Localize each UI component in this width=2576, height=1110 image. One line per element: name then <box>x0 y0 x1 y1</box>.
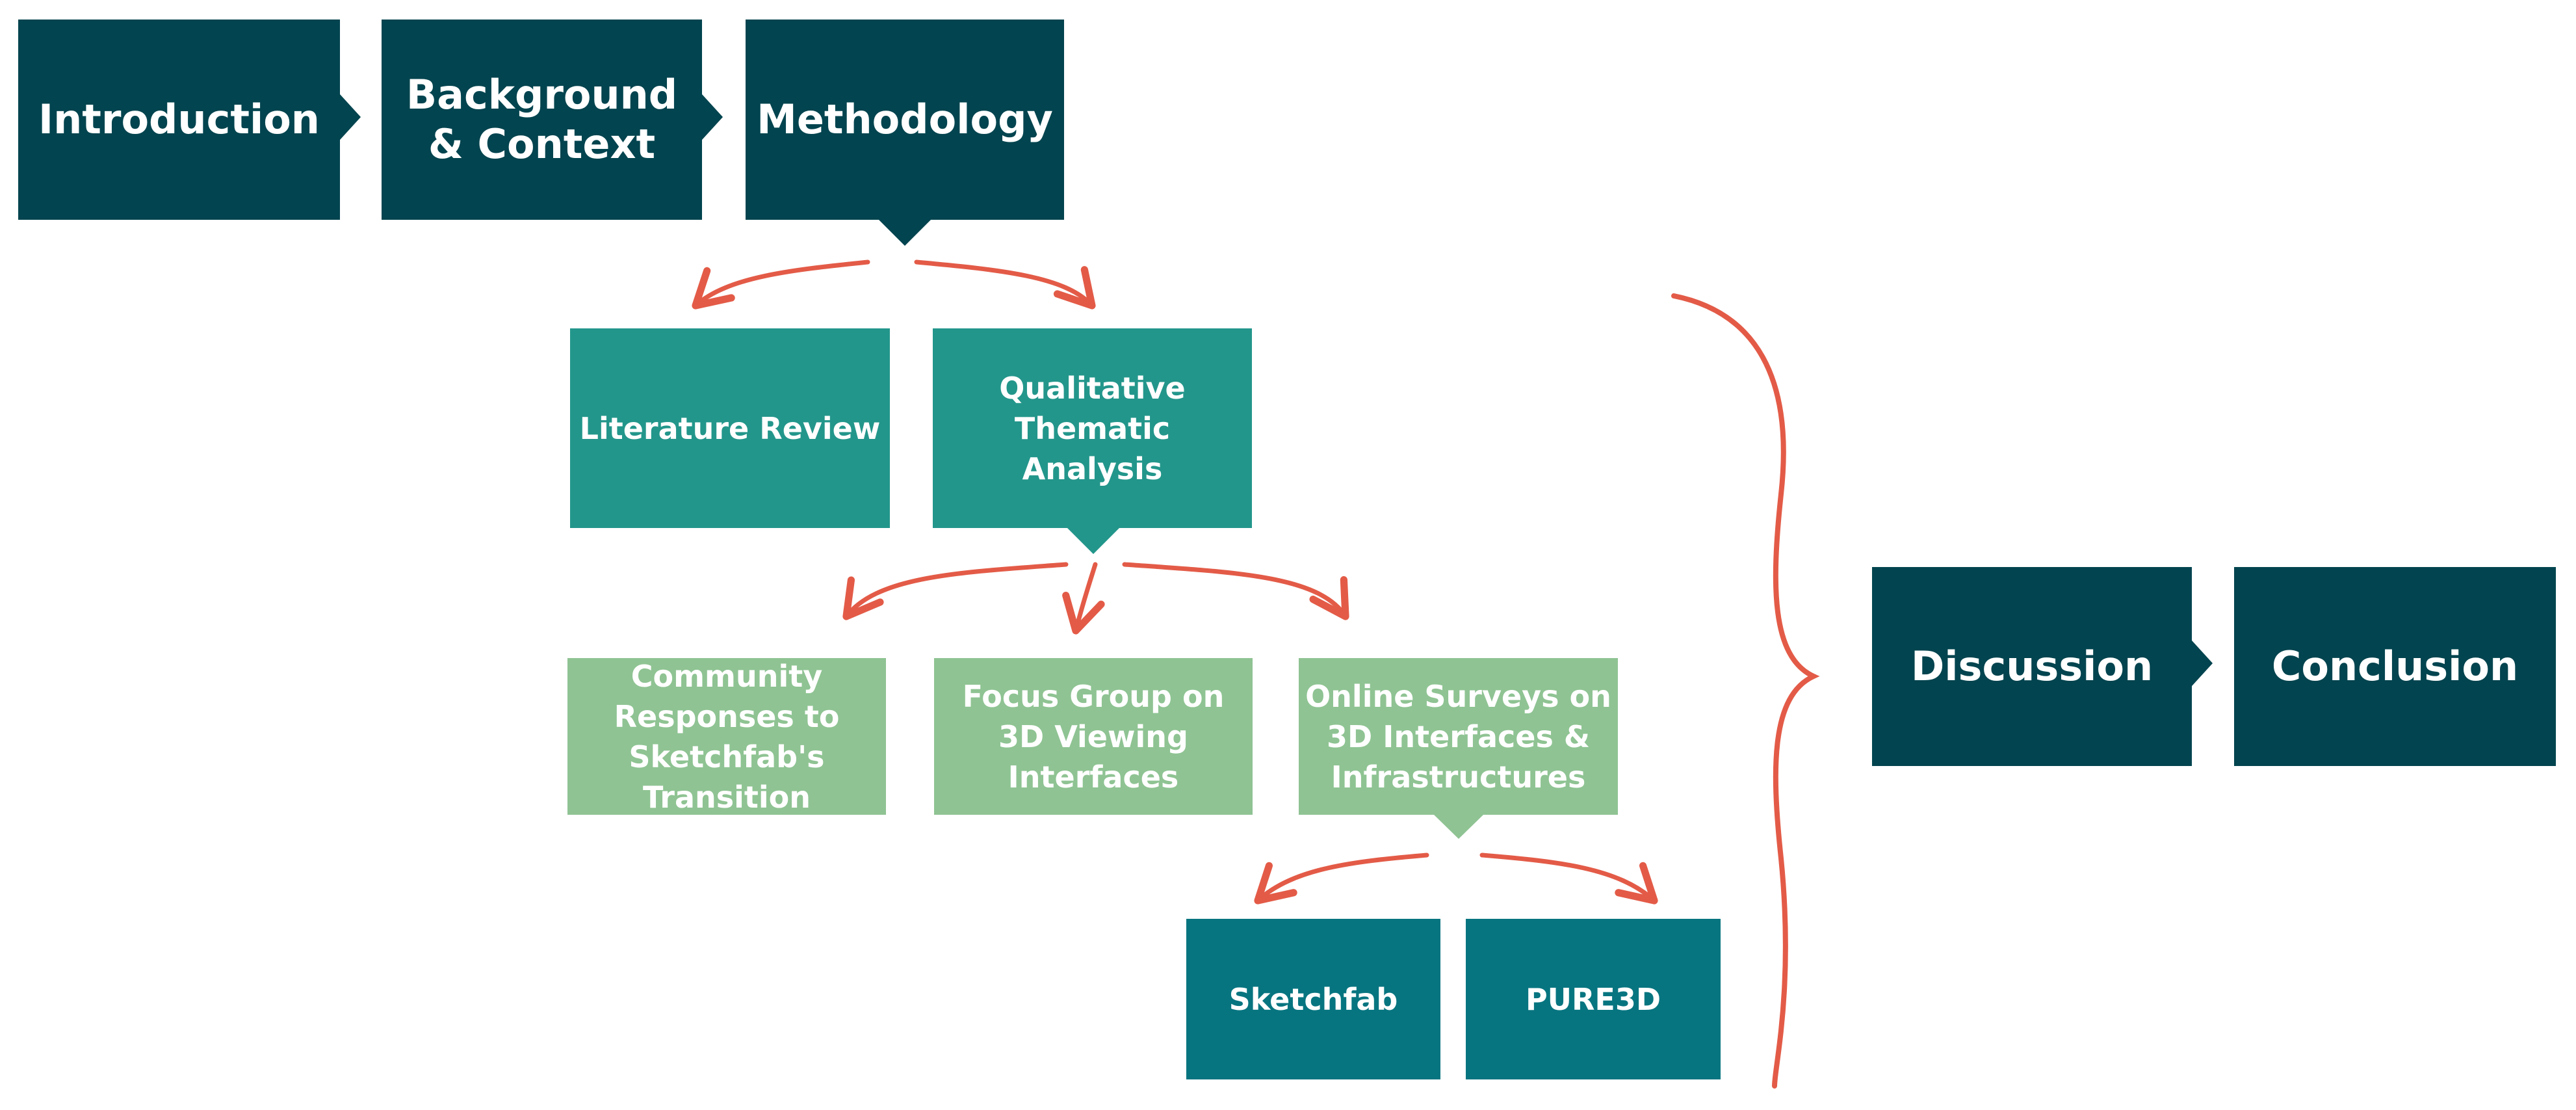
stage-discussion: Discussion <box>1872 567 2192 766</box>
stage-discussion-label: Discussion <box>1910 642 2153 690</box>
method-qualitative-analysis-label: Qualitative Thematic Analysis <box>999 370 1186 486</box>
stage-methodology-label: Methodology <box>757 96 1053 143</box>
arrow-to-qualitative-analysis <box>914 259 1096 310</box>
source-community-responses: Community Responses to Sketchfab's Trans… <box>567 658 886 815</box>
source-online-surveys-label: Online Surveys on 3D Interfaces & Infras… <box>1305 678 1611 795</box>
platform-pure3d: PURE3D <box>1466 919 1721 1079</box>
platform-sketchfab-label: Sketchfab <box>1229 981 1398 1017</box>
arrow-to-literature-review <box>692 259 870 310</box>
stage-background-context-label: Background & Context <box>406 71 678 168</box>
arrow-to-sketchfab <box>1254 852 1429 905</box>
platform-sketchfab: Sketchfab <box>1186 919 1440 1079</box>
source-focus-group-label: Focus Group on 3D Viewing Interfaces <box>962 678 1225 795</box>
arrow-to-community-responses <box>842 562 1069 620</box>
method-qualitative-analysis: Qualitative Thematic Analysis <box>933 328 1252 528</box>
platform-pure3d-label: PURE3D <box>1525 981 1661 1017</box>
curly-brace <box>1671 293 1820 1089</box>
source-community-responses-label: Community Responses to Sketchfab's Trans… <box>614 658 840 815</box>
arrow-to-focus-group <box>1062 562 1105 635</box>
stage-methodology: Methodology <box>746 20 1064 220</box>
stage-conclusion: Conclusion <box>2234 567 2556 766</box>
source-online-surveys: Online Surveys on 3D Interfaces & Infras… <box>1299 658 1618 815</box>
stage-introduction: Introduction <box>18 20 340 220</box>
arrow-to-pure3d <box>1479 852 1658 905</box>
stage-background-context: Background & Context <box>382 20 702 220</box>
source-focus-group: Focus Group on 3D Viewing Interfaces <box>934 658 1253 815</box>
stage-introduction-label: Introduction <box>38 96 320 143</box>
arrow-to-online-surveys <box>1122 562 1349 620</box>
method-literature-review: Literature Review <box>570 328 890 528</box>
method-literature-review-label: Literature Review <box>579 410 881 446</box>
stage-conclusion-label: Conclusion <box>2271 642 2519 690</box>
